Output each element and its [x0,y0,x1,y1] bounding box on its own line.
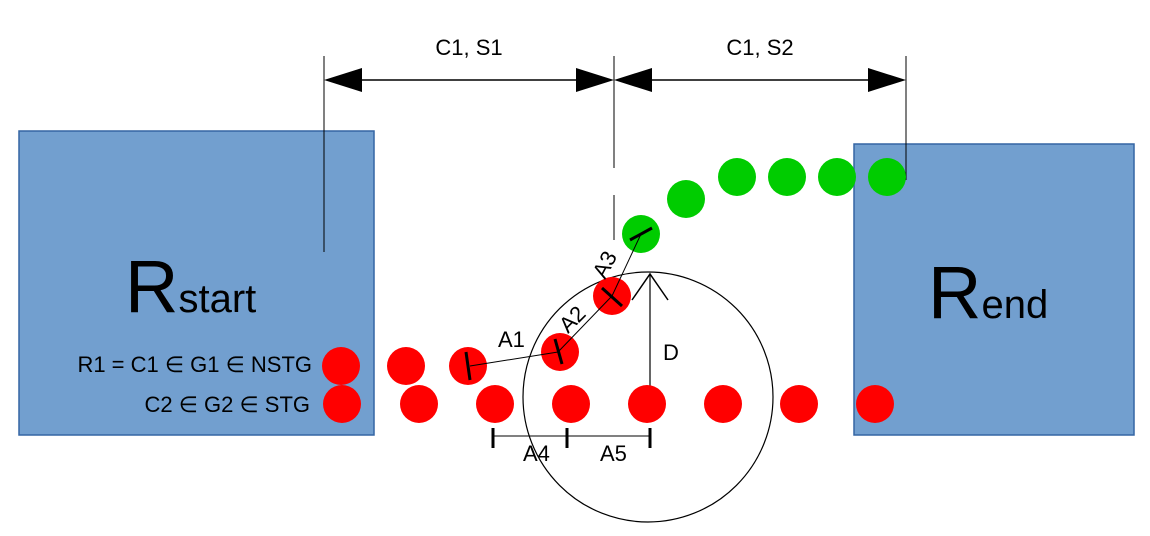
arc-label-a5: A5 [600,441,627,466]
distance-label: D [663,340,679,365]
green-dot [718,158,756,196]
bracket-a4-a5 [491,428,652,448]
red-dot [322,347,360,385]
red-dot [704,385,742,423]
path-tick [553,338,564,365]
path-tick [629,226,653,242]
room-start [18,130,375,436]
room-start-subscript: start [178,277,256,321]
arc-label-a4: A4 [523,441,550,466]
room-start-title: Rstart [125,245,256,328]
red-dot [552,385,590,423]
distance-arrow [631,272,669,405]
red-dot [476,385,514,423]
green-dot [667,180,705,218]
path-line-a3 [611,233,642,297]
dim-arrow-segment2 [614,68,906,92]
room-end-letter: R [928,251,981,334]
row1-label: R1 = C1 ∈ G1 ∈ NSTG [77,352,312,377]
arc-label-a3: A3 [587,247,622,283]
red-dot [387,347,425,385]
red-dot [628,385,666,423]
path-tick [464,351,472,381]
room-end [853,143,1135,436]
dim-label-segment2: C1, S2 [726,35,793,60]
room-end-title: Rend [928,251,1048,334]
dim-label-segment1: C1, S1 [435,35,502,60]
dim-arrow-segment1 [324,68,614,92]
arc-label-a1: A1 [498,327,525,352]
room-end-subscript: end [981,283,1048,327]
path-line-a2 [557,295,613,353]
red-dot [856,385,894,423]
green-dot [818,158,856,196]
room-start-letter: R [125,245,178,328]
red-dot [323,385,361,423]
range-circle [522,271,774,523]
red-dot [400,385,438,423]
row2-label: C2 ∈ G2 ∈ STG [145,392,310,417]
path-line-a1 [469,351,559,367]
arc-label-a2: A2 [554,301,591,338]
red-dot [780,385,818,423]
green-dot [868,158,906,196]
path-tick [600,286,624,308]
green-dot [768,158,806,196]
